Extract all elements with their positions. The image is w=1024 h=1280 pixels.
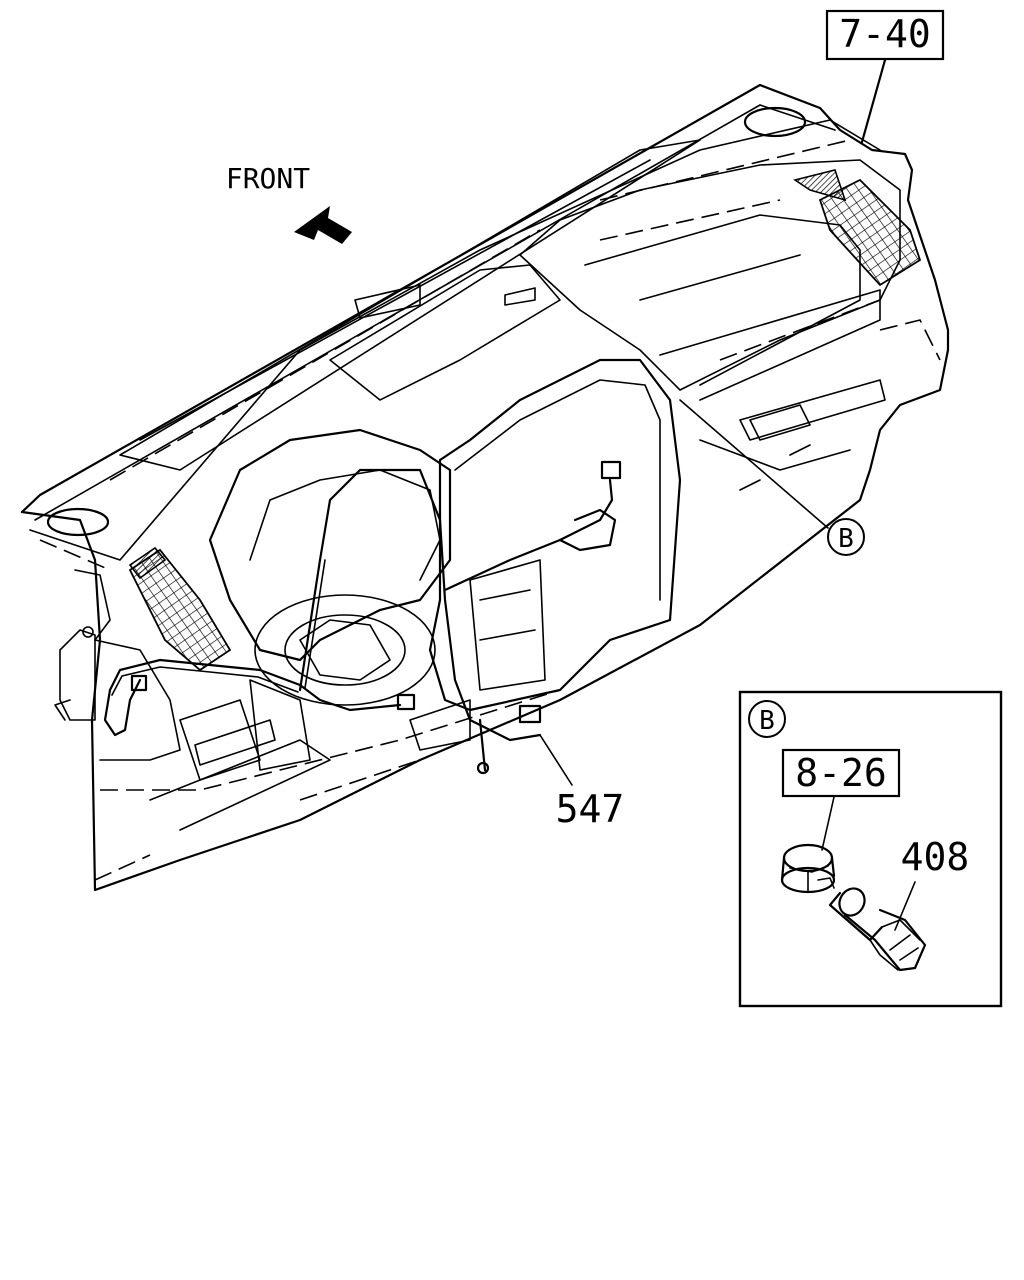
socket-component: [780, 843, 836, 894]
detail-ref-callout[interactable]: 8-26: [781, 748, 901, 851]
ground-terminal: [476, 761, 490, 775]
connector-upper: [600, 460, 622, 480]
detail-ref-label: 8-26: [795, 751, 887, 795]
connector-lower: [518, 704, 542, 724]
right-speaker-grille: [743, 106, 807, 138]
detail-part-callout[interactable]: 408: [894, 835, 970, 931]
wiring-harness-547: [103, 460, 622, 775]
detail-view-box: B 8-26 408: [738, 690, 1003, 1008]
detail-part-label: 408: [901, 835, 970, 879]
front-label: FRONT: [226, 162, 310, 195]
connector-left: [130, 674, 148, 692]
arrow-up-left-icon: [294, 206, 352, 244]
callout-detail-b[interactable]: B: [679, 399, 865, 556]
connector-center: [396, 693, 416, 711]
right-air-vent: [818, 178, 922, 287]
instrument-panel: [20, 83, 950, 892]
detail-view-marker: B: [759, 706, 775, 736]
lighter-component: [828, 887, 927, 972]
callout-panel-ref[interactable]: 7-40: [825, 9, 945, 144]
detail-marker-label: B: [838, 524, 854, 554]
left-air-vent: [128, 548, 232, 672]
harness-part-label: 547: [556, 787, 625, 831]
callout-harness[interactable]: 547: [539, 734, 625, 831]
panel-ref-label: 7-40: [839, 12, 931, 56]
front-indicator: FRONT: [226, 162, 352, 244]
left-speaker-grille: [46, 507, 110, 537]
